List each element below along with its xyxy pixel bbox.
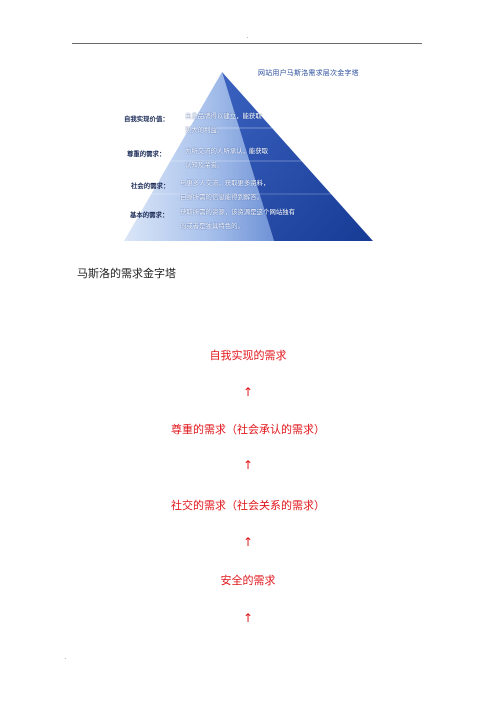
need-safety: 安全的需求 (220, 574, 276, 587)
level-1-line-1: 自身品牌得以建立，能获取 (185, 112, 262, 120)
level-4-label: 基本的需求： (130, 211, 169, 219)
level-2-line-2: 认知及荣誉。 (185, 161, 224, 169)
pyramid-left-face (124, 72, 274, 241)
pyramid-figure: 网站用户马斯洛需求层次金字塔 自我实现价值： 自身品牌得以建立，能获取 更大的利… (124, 62, 373, 241)
need-self-actualization: 自我实现的需求 (209, 349, 287, 362)
figure-caption: 马斯洛的需求金字塔 (77, 267, 176, 280)
footer-mark: . (64, 652, 67, 661)
up-arrow-4: ↑ (242, 611, 254, 625)
header-rule (72, 43, 422, 44)
up-arrow-1: ↑ (242, 385, 254, 399)
pyramid-title: 网站用户马斯洛需求层次金字塔 (258, 69, 359, 77)
level-2-label: 尊重的需求： (127, 150, 166, 158)
level-4-line-2: 的或者是独具特色的。 (180, 222, 244, 230)
pyramid-graphic (124, 72, 373, 241)
level-3-line-2: 自身所需的信息能得到解答。 (180, 193, 264, 201)
need-esteem: 尊重的需求（社会承认的需求） (171, 423, 325, 436)
up-arrow-3: ↑ (242, 535, 254, 549)
level-3-label: 社会的需求： (131, 182, 170, 190)
up-arrow-2: ↑ (242, 458, 254, 472)
header-mark: . (246, 31, 249, 40)
level-4-line-1: 获取所需的资源，该资源是这个网站独有 (180, 208, 296, 216)
level-2-line-1: 为所交流的人所承认，能获取 (185, 147, 269, 155)
need-social: 社交的需求（社会关系的需求） (171, 499, 325, 512)
level-3-line-1: 与更多人交流，获取更多资料， (180, 179, 270, 187)
pyramid-right-face (222, 72, 373, 241)
level-1-label: 自我实现价值： (124, 115, 169, 123)
level-1-line-2: 更大的利益。 (185, 126, 224, 134)
